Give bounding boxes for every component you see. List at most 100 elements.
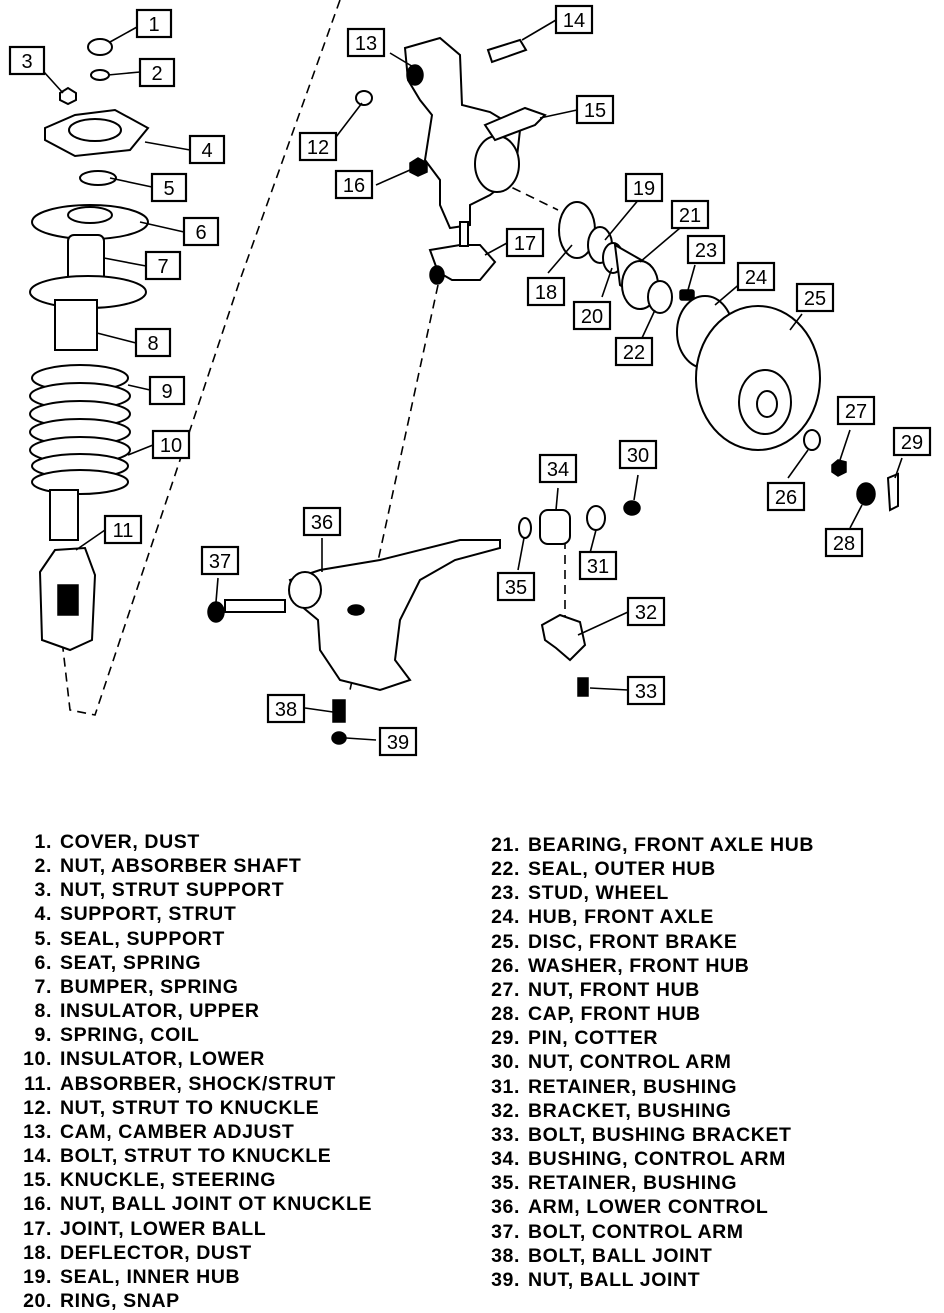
legend-item: 26.WASHER, FRONT HUB bbox=[478, 954, 814, 978]
legend-item: 36.ARM, LOWER CONTROL bbox=[478, 1195, 814, 1219]
legend-item: 12.NUT, STRUT TO KNUCKLE bbox=[10, 1096, 372, 1120]
legend-item-number: 6. bbox=[34, 951, 52, 974]
legend-item-number: 22. bbox=[491, 858, 520, 881]
svg-text:32: 32 bbox=[635, 602, 657, 624]
svg-text:3: 3 bbox=[21, 51, 32, 73]
legend-item: 27.NUT, FRONT HUB bbox=[478, 978, 814, 1002]
bushing-bracket-part bbox=[540, 613, 587, 662]
svg-text:35: 35 bbox=[505, 577, 527, 599]
ball-joint-nut-39-part bbox=[331, 731, 347, 745]
legend-item-number: 39. bbox=[491, 1268, 520, 1291]
legend-item-number: 31. bbox=[491, 1075, 520, 1098]
legend-item-number: 30. bbox=[491, 1051, 520, 1074]
legend-item: 30.NUT, CONTROL ARM bbox=[478, 1050, 814, 1074]
svg-text:34: 34 bbox=[547, 459, 569, 481]
legend-item: 28. CAP, FRONT HUB bbox=[478, 1002, 814, 1026]
callout-24: 24 bbox=[736, 261, 776, 292]
hub-washer-part bbox=[803, 429, 821, 451]
legend-item-label: PIN, COTTER bbox=[528, 1027, 659, 1050]
legend-item: 23.STUD, WHEEL bbox=[478, 881, 814, 905]
callout-17: 17 bbox=[505, 227, 545, 258]
legend-item: 15.KNUCKLE, STEERING bbox=[10, 1168, 372, 1192]
legend-item-number: 36. bbox=[491, 1196, 520, 1219]
legend-item-number: 13. bbox=[23, 1120, 52, 1143]
callout-1: 1 bbox=[135, 8, 173, 39]
control-arm-bushing-part bbox=[539, 509, 571, 545]
legend-item-number: 8. bbox=[34, 1000, 52, 1023]
wheel-stud-part bbox=[679, 289, 695, 301]
legend-item: 32.BRACKET, BUSHING bbox=[478, 1099, 814, 1123]
legend-item-number: 34. bbox=[491, 1148, 520, 1171]
legend-item-number: 2. bbox=[34, 855, 52, 878]
ball-joint-bolt-part bbox=[332, 699, 346, 723]
svg-text:23: 23 bbox=[695, 240, 717, 262]
legend-item-label: SPRING, COIL bbox=[60, 1024, 200, 1047]
legend-item: 35.RETAINER, BUSHING bbox=[478, 1171, 814, 1195]
legend-item-label: CAM, CAMBER ADJUST bbox=[60, 1120, 295, 1143]
control-arm-bolt-part bbox=[224, 599, 286, 613]
legend-item: 9. SPRING, COIL bbox=[10, 1023, 372, 1047]
legend-item: 37.BOLT, CONTROL ARM bbox=[478, 1220, 814, 1244]
callout-16: 16 bbox=[334, 169, 374, 200]
legend-item-label: BOLT, STRUT TO KNUCKLE bbox=[60, 1145, 332, 1168]
svg-text:8: 8 bbox=[147, 333, 158, 355]
legend-item-number: 25. bbox=[491, 930, 520, 953]
svg-text:20: 20 bbox=[581, 306, 603, 328]
legend-item-label: CAP, FRONT HUB bbox=[528, 1003, 701, 1026]
legend-item-number: 28. bbox=[491, 1003, 520, 1026]
callout-8: 8 bbox=[134, 327, 172, 358]
legend-item-label: NUT, ABSORBER SHAFT bbox=[60, 855, 302, 878]
bushing-retainer-outer-part bbox=[586, 505, 606, 531]
svg-text:9: 9 bbox=[161, 381, 172, 403]
lower-control-arm-part bbox=[288, 539, 501, 692]
strut-assembly bbox=[29, 38, 150, 652]
callout-6: 6 bbox=[182, 216, 220, 247]
callout-34: 34 bbox=[538, 453, 578, 484]
svg-text:25: 25 bbox=[804, 288, 826, 310]
legend-item: 34.BUSHING, CONTROL ARM bbox=[478, 1147, 814, 1171]
exploded-suspension-diagram: 1 2 3 4 5 6 7 8 9 10 11 12 13 14 15 16 1… bbox=[8, 0, 932, 757]
legend-item: 22.SEAL, OUTER HUB bbox=[478, 857, 814, 881]
legend-item-number: 1. bbox=[34, 831, 52, 853]
legend-item-number: 18. bbox=[23, 1241, 52, 1264]
legend-item-label: RETAINER, BUSHING bbox=[528, 1172, 738, 1195]
legend-item-number: 9. bbox=[34, 1024, 52, 1047]
callout-2: 2 bbox=[138, 57, 176, 88]
strut-knuckle-bolt-part bbox=[486, 38, 528, 64]
legend-item-number: 24. bbox=[491, 906, 520, 929]
callout-3: 3 bbox=[8, 45, 46, 76]
legend-item-number: 14. bbox=[23, 1145, 52, 1168]
legend-item-label: SEAL, SUPPORT bbox=[60, 927, 225, 950]
svg-text:36: 36 bbox=[311, 512, 333, 534]
legend-item-number: 38. bbox=[491, 1244, 520, 1267]
legend-item: 19.SEAL, INNER HUB bbox=[10, 1265, 372, 1289]
callout-19: 19 bbox=[624, 172, 664, 203]
callout-12: 12 bbox=[298, 131, 338, 162]
hub-assembly bbox=[558, 201, 899, 512]
svg-text:22: 22 bbox=[623, 342, 645, 364]
svg-text:33: 33 bbox=[635, 681, 657, 703]
svg-text:28: 28 bbox=[833, 533, 855, 555]
legend-item-label: DISC, FRONT BRAKE bbox=[528, 930, 738, 953]
callout-23: 23 bbox=[686, 234, 726, 265]
legend-item: 1. COVER, DUST bbox=[10, 830, 372, 854]
callout-37: 37 bbox=[200, 545, 240, 576]
legend-item-number: 12. bbox=[23, 1096, 52, 1119]
hub-nut-part bbox=[831, 459, 847, 477]
svg-text:29: 29 bbox=[901, 432, 923, 454]
svg-text:27: 27 bbox=[845, 401, 867, 423]
svg-text:21: 21 bbox=[679, 205, 701, 227]
legend-item-label: NUT, BALL JOINT bbox=[528, 1268, 701, 1291]
hub-cap-part bbox=[856, 482, 876, 506]
svg-text:4: 4 bbox=[201, 140, 212, 162]
legend-item-label: COVER, DUST bbox=[60, 831, 200, 853]
legend-item-label: DEFLECTOR, DUST bbox=[60, 1241, 252, 1264]
callout-33: 33 bbox=[626, 675, 666, 706]
lower-insulator-part bbox=[31, 469, 129, 495]
legend-item-label: BEARING, FRONT AXLE HUB bbox=[528, 834, 815, 856]
legend-item-number: 3. bbox=[34, 879, 52, 902]
strut-knuckle-nut-part bbox=[355, 90, 373, 106]
legend-item-number: 29. bbox=[491, 1027, 520, 1050]
callout-26: 26 bbox=[766, 481, 806, 512]
legend-item-number: 15. bbox=[23, 1169, 52, 1192]
